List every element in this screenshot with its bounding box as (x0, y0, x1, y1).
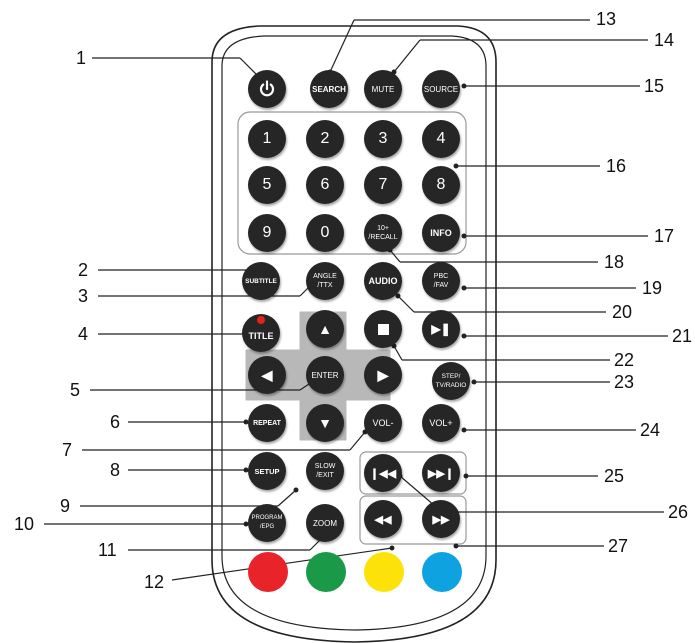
digit-5-button[interactable]: 5 (248, 166, 286, 204)
callout-14: 14 (654, 30, 675, 50)
power-button[interactable] (248, 70, 286, 108)
rewind-icon: ◀◀ (374, 513, 392, 526)
digit-3-button[interactable]: 3 (364, 120, 402, 158)
zoom-button[interactable]: ZOOM (306, 504, 344, 542)
vol-plus-button[interactable]: VOL+ (422, 404, 460, 442)
digit-7-button[interactable]: 7 (364, 166, 402, 204)
mute-button[interactable]: MUTE (364, 70, 402, 108)
power-icon (259, 80, 275, 97)
audio-button[interactable]: AUDIO (364, 262, 402, 300)
callout-8: 8 (110, 460, 121, 480)
callout-23: 23 (614, 372, 635, 392)
play-pause-button[interactable]: ▶❚ (422, 310, 460, 348)
callout-24: 24 (640, 420, 661, 440)
callout-12: 12 (144, 572, 165, 592)
callout-6: 6 (110, 412, 121, 432)
play-pause-icon: ▶❚ (431, 322, 451, 336)
red-button[interactable] (248, 552, 288, 592)
callout-15: 15 (644, 76, 665, 96)
angle-ttx-button[interactable]: ANGLE /TTX (306, 262, 344, 300)
rewind-button[interactable]: ◀◀ (364, 500, 402, 538)
previous-button[interactable]: ❙◀◀ (364, 454, 402, 492)
callout-16: 16 (606, 156, 627, 176)
pbc-fav-button[interactable]: PBC /FAV (422, 262, 460, 300)
callout-lines-right (329, 19, 668, 547)
setup-button[interactable]: SETUP (248, 452, 286, 490)
digit-0-button[interactable]: 0 (306, 214, 344, 252)
digit-9-button[interactable]: 9 (248, 214, 286, 252)
title-button[interactable]: TITLE (242, 314, 280, 352)
slow-exit-button[interactable]: SLOW /EXIT (306, 452, 344, 490)
callout-17: 17 (654, 226, 675, 246)
digit-2-button[interactable]: 2 (306, 120, 344, 158)
skip-next-icon: ▶▶❙ (427, 467, 455, 480)
repeat-button[interactable]: REPEAT (248, 404, 286, 442)
triangle-up-icon: ▲ (318, 321, 332, 337)
digit-4-button[interactable]: 4 (422, 120, 460, 158)
callout-22: 22 (614, 350, 635, 370)
callout-10: 10 (14, 514, 35, 534)
triangle-right-icon: ▶ (377, 366, 389, 383)
dpad-down-button[interactable]: ▼ (306, 404, 344, 442)
remote-outer-outline (211, 25, 497, 643)
callout-5: 5 (70, 380, 81, 400)
source-button[interactable]: SOURCE (422, 70, 460, 108)
digit-1-button[interactable]: 1 (248, 120, 286, 158)
step-tv-radio-label: STEP/ TV/RADIO (435, 373, 467, 389)
fast-forward-button[interactable]: ▶▶ (422, 500, 460, 538)
callout-18: 18 (604, 252, 625, 272)
stop-icon (377, 323, 389, 335)
seek-group-frame (359, 495, 467, 545)
step-tv-radio-button[interactable]: STEP/ TV/RADIO (432, 362, 470, 400)
remote-inner-outline (221, 35, 487, 631)
callout-2: 2 (78, 260, 89, 280)
blue-button[interactable] (422, 552, 462, 592)
dpad-up-button[interactable]: ▲ (306, 310, 344, 348)
program-epg-button[interactable]: PROGRAM /EPG (248, 504, 286, 542)
callout-4: 4 (78, 324, 89, 344)
digit-8-button[interactable]: 8 (422, 166, 460, 204)
slow-exit-label: SLOW /EXIT (314, 463, 336, 479)
callout-21: 21 (672, 326, 693, 346)
fast-forward-icon: ▶▶ (432, 513, 450, 526)
info-button[interactable]: INFO (422, 214, 460, 252)
callout-25: 25 (604, 466, 625, 486)
dpad-left-button[interactable]: ◀ (248, 356, 286, 394)
next-button[interactable]: ▶▶❙ (422, 454, 460, 492)
callout-27: 27 (608, 536, 629, 556)
callout-3: 3 (78, 286, 89, 306)
callout-9: 9 (60, 496, 71, 516)
title-label: TITLE (248, 330, 274, 341)
green-button[interactable] (306, 552, 346, 592)
callout-20: 20 (612, 302, 633, 322)
skip-group-frame (359, 451, 467, 495)
callout-19: 19 (642, 278, 663, 298)
search-button[interactable]: SEARCH (310, 70, 348, 108)
triangle-left-icon: ◀ (261, 366, 273, 383)
pbc-fav-label: PBC /FAV (433, 273, 449, 289)
record-dot-icon (257, 316, 265, 324)
callout-1: 1 (76, 48, 87, 68)
yellow-button[interactable] (364, 552, 404, 592)
triangle-down-icon: ▼ (318, 415, 332, 431)
enter-button[interactable]: ENTER (306, 356, 344, 394)
angle-ttx-label: ANGLE /TTX (313, 273, 337, 289)
digit-6-button[interactable]: 6 (306, 166, 344, 204)
recall-button[interactable]: 10+ /RECALL (364, 214, 402, 252)
callout-13: 13 (596, 9, 617, 29)
stop-button[interactable] (364, 310, 402, 348)
number-pad-frame (237, 111, 467, 255)
program-epg-label: PROGRAM /EPG (251, 515, 283, 530)
recall-label: 10+ /RECALL (368, 225, 398, 241)
skip-previous-icon: ❙◀◀ (369, 467, 397, 480)
dpad-right-button[interactable]: ▶ (364, 356, 402, 394)
vol-minus-button[interactable]: VOL- (364, 404, 402, 442)
callout-11: 11 (98, 540, 117, 560)
subtitle-button[interactable]: SUBTITLE (242, 262, 280, 300)
callout-26: 26 (668, 502, 689, 522)
callout-7: 7 (62, 440, 73, 460)
